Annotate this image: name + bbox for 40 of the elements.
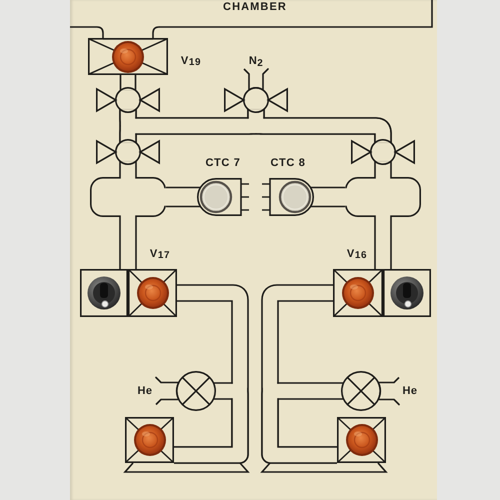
gauge-symbol xyxy=(262,178,314,216)
valve-symbol xyxy=(341,371,381,411)
lamp-box xyxy=(88,38,168,75)
gas-label: He xyxy=(134,384,156,398)
lamp-box xyxy=(337,417,386,463)
pipe xyxy=(120,75,136,90)
switch-box xyxy=(80,269,128,317)
pipe xyxy=(374,161,392,177)
pipe xyxy=(174,382,249,464)
pipe xyxy=(374,217,392,269)
chamber-label: CHAMBER xyxy=(223,1,287,14)
lamp-box xyxy=(128,269,177,317)
inlet-pipe xyxy=(377,376,400,406)
gas-label: N$_{2}$ xyxy=(243,53,269,69)
pipe xyxy=(310,186,345,208)
lamp-box xyxy=(333,269,383,317)
valve-symbol xyxy=(96,139,160,165)
valve-symbol xyxy=(176,371,216,411)
switch-box xyxy=(383,269,431,317)
gauge-symbol xyxy=(197,178,249,216)
gauge-label: CTC 8 xyxy=(269,156,307,171)
manifold-chamber xyxy=(90,177,166,217)
valve-label: V$_{17}$ xyxy=(148,246,172,264)
valve-symbol xyxy=(224,87,288,113)
inlet-pipe xyxy=(155,376,180,406)
inlet-pipe xyxy=(243,68,269,91)
gas-label: He xyxy=(399,384,421,398)
pipe xyxy=(119,217,137,269)
valve-label: V$_{19}$ xyxy=(180,54,202,70)
pipe xyxy=(166,186,200,208)
manifold-chamber xyxy=(345,177,421,217)
chamber-box xyxy=(70,0,433,28)
valve-symbol xyxy=(351,139,415,165)
pipe xyxy=(119,161,137,177)
valve-symbol xyxy=(96,87,160,113)
gauge-label: CTC 7 xyxy=(204,156,242,171)
pipe xyxy=(261,382,344,464)
valve-label: V$_{16}$ xyxy=(346,246,368,264)
pipe xyxy=(247,109,392,143)
lamp-box xyxy=(125,417,174,463)
